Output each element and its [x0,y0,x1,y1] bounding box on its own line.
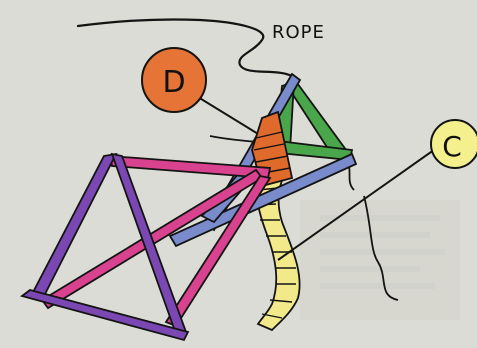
label-d: D [162,65,185,100]
label-c: C [442,130,462,163]
paper-texture [300,200,460,320]
rope-label: ROPE [272,22,325,43]
